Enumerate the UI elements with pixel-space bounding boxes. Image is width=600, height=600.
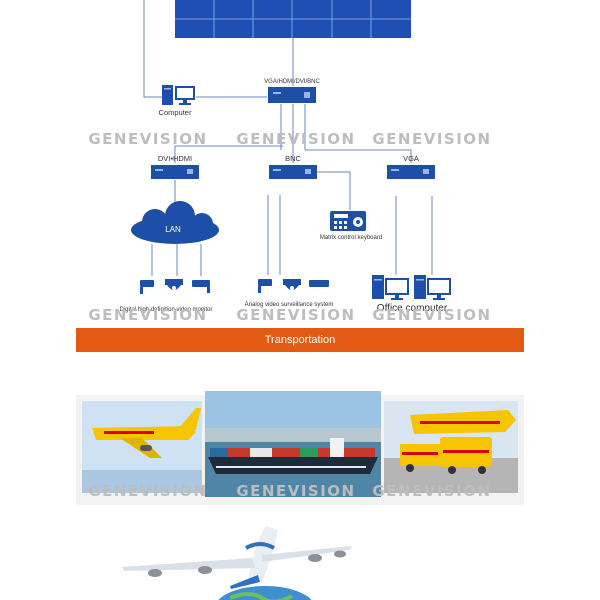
dome-camera-icon xyxy=(165,279,183,290)
device-vga: VGA xyxy=(387,154,435,179)
watermark: GENEVISION xyxy=(372,482,491,500)
photo-cargo-ship xyxy=(205,391,381,497)
device-label: VGA xyxy=(403,154,419,163)
office-computer-label: Office computer xyxy=(377,303,448,314)
office-computer-icon xyxy=(414,275,451,300)
office-computer-icon xyxy=(372,275,409,300)
photo-dhl-plane xyxy=(82,401,202,493)
dome-camera-icon xyxy=(283,279,301,290)
globe-icon xyxy=(218,586,312,600)
device-label: DVI•HDMI xyxy=(158,154,192,163)
camera-icon xyxy=(192,280,210,293)
camera-icon xyxy=(140,280,154,294)
camera-icon xyxy=(258,279,272,293)
matrix-keyboard-icon xyxy=(330,211,366,231)
camera-icon xyxy=(309,280,329,287)
keyboard-label: Matrix control keyboard xyxy=(320,235,382,241)
transportation-banner: Transportation xyxy=(76,328,524,352)
watermark: GENEVISION xyxy=(88,306,207,324)
watermark: GENEVISION xyxy=(372,306,491,324)
watermark: GENEVISION xyxy=(88,130,207,148)
watermark: GENEVISION xyxy=(236,130,355,148)
watermark: GENEVISION xyxy=(372,130,491,148)
photo-dhl-vans xyxy=(384,401,518,493)
device-label: BNC xyxy=(285,154,301,163)
airplane-icon xyxy=(122,526,352,589)
lan-cloud-icon: LAN xyxy=(131,201,219,244)
device-dvi-hdmi: DVI•HDMI xyxy=(151,154,199,179)
video-wall xyxy=(175,0,411,38)
watermark: GENEVISION xyxy=(236,306,355,324)
analog-system-label: Analog video surveillance system xyxy=(245,302,334,308)
computer-label: Computer xyxy=(159,108,192,117)
digital-monitor-label: Digital high definition video monitor xyxy=(119,307,212,313)
device-bnc: BNC xyxy=(269,154,317,179)
computer-icon xyxy=(162,85,195,105)
top-device-label: VGA/HDMI/DVI/BNC xyxy=(264,79,320,85)
connection-lines xyxy=(143,0,433,276)
top-video-processor: VGA/HDMI/DVI/BNC xyxy=(264,79,320,103)
watermark: GENEVISION xyxy=(88,482,207,500)
watermark: GENEVISION xyxy=(236,482,355,500)
lan-label: LAN xyxy=(165,225,181,234)
